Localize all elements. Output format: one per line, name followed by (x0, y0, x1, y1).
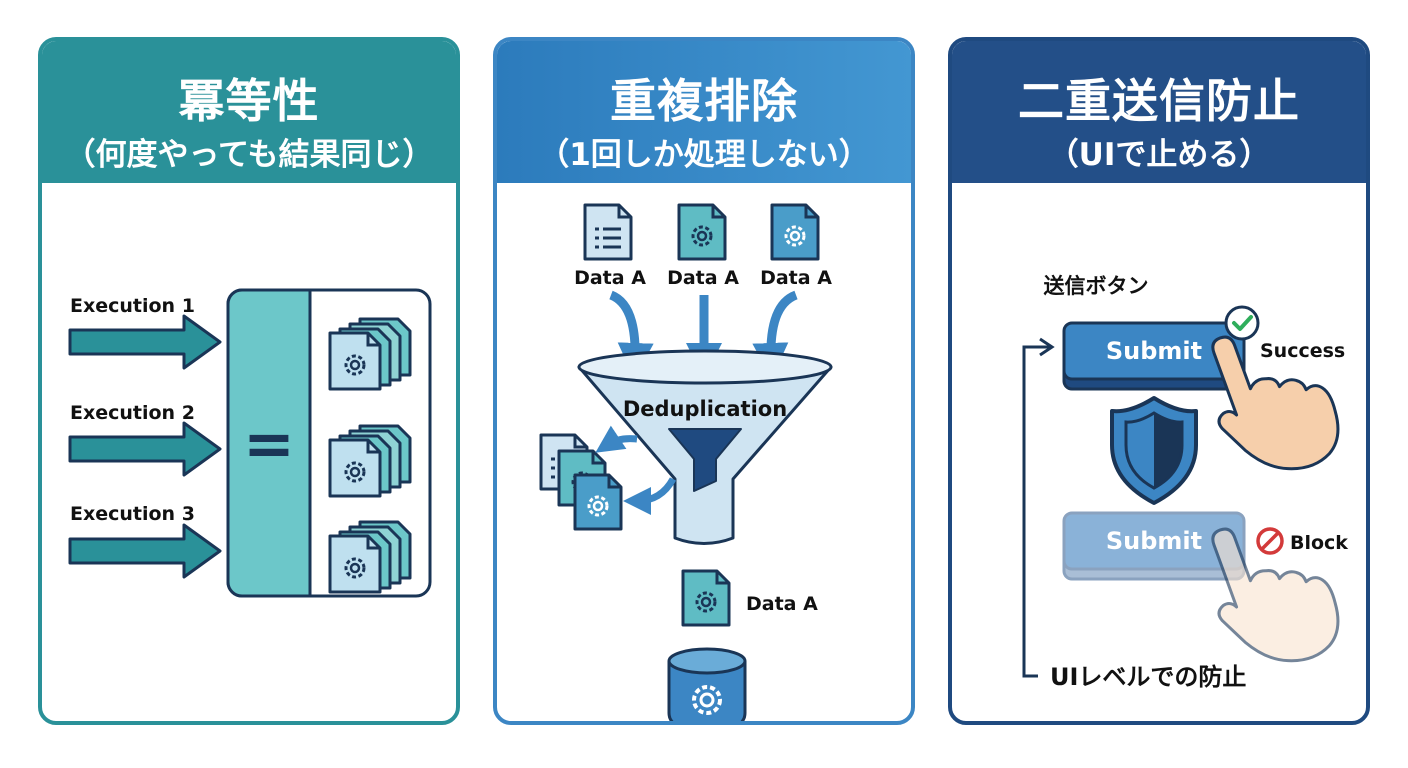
idempotency-panel: 冪等性 （何度やっても結果同じ） Execution 1 Execution 2… (38, 37, 460, 725)
rejected-document-icon (573, 473, 623, 531)
idempotency-body: Execution 1 Execution 2 Execution 3 = (42, 183, 456, 721)
submit-button[interactable]: Submit (1062, 321, 1246, 391)
document-gear-icon (770, 203, 820, 261)
submit-disabled-label: Submit (1106, 527, 1202, 555)
output-document-icon (681, 569, 731, 627)
deduplication-diagram: Data A Data A Data A Deduplication Data … (539, 203, 833, 721)
double-submit-header: 二重送信防止 （UIで止める） (952, 41, 1366, 183)
flow-line (1022, 345, 1052, 678)
idempotency-header: 冪等性 （何度やっても結果同じ） (42, 41, 456, 183)
success-check-icon (1224, 305, 1260, 341)
flow-arrowhead (1039, 337, 1055, 357)
equals-sign: = (243, 407, 295, 480)
double-submit-diagram: 送信ボタン Submit Success (1022, 274, 1352, 691)
deduplication-title: 重複排除 (610, 74, 798, 128)
block-icon (1256, 527, 1284, 555)
database-icon (667, 661, 747, 721)
reject-arrow (623, 477, 677, 515)
idempotency-diagram: Execution 1 Execution 2 Execution 3 = (68, 288, 432, 598)
input-1-label: Data A (574, 267, 646, 289)
document-lines-icon (583, 203, 633, 261)
button-caption: 送信ボタン (1044, 274, 1149, 298)
execution-3-label: Execution 3 (70, 503, 195, 525)
execution-3-arrow (68, 523, 222, 579)
input-3-label: Data A (760, 267, 832, 289)
funnel-rim (577, 349, 833, 385)
deduplication-body: Data A Data A Data A Deduplication Data … (497, 183, 911, 721)
deduplication-subtitle: （1回しか処理しない） (538, 137, 870, 173)
output-label: Data A (746, 593, 818, 615)
document-stack-icon (328, 520, 412, 594)
submit-button-disabled: Submit (1062, 511, 1246, 581)
input-arrow (752, 290, 798, 379)
equals-bar (226, 288, 312, 598)
submit-button-label: Submit (1106, 337, 1202, 365)
idempotency-title: 冪等性 (178, 74, 320, 128)
double-submit-subtitle: （UIで止める） (1047, 137, 1271, 173)
ui-level-label: UIレベルでの防止 (1050, 663, 1246, 691)
document-gear-icon (677, 203, 727, 261)
document-stack-icon (328, 317, 412, 391)
execution-2-label: Execution 2 (70, 402, 195, 424)
execution-1-label: Execution 1 (70, 295, 195, 317)
idempotency-subtitle: （何度やっても結果同じ） (64, 137, 434, 173)
double-submit-title: 二重送信防止 (1018, 74, 1300, 128)
filter-icon (668, 428, 742, 492)
success-label: Success (1260, 340, 1345, 362)
block-label: Block (1290, 532, 1348, 554)
deduplication-label: Deduplication (623, 397, 787, 421)
gear-icon (692, 685, 722, 715)
input-arrow (608, 290, 654, 379)
reject-arrow (595, 425, 638, 453)
execution-2-arrow (68, 421, 222, 477)
deduplication-panel: 重複排除 （1回しか処理しない） (493, 37, 915, 725)
deduplication-header: 重複排除 （1回しか処理しない） (497, 41, 911, 183)
document-stack-icon (328, 424, 412, 498)
shield-icon (1110, 396, 1198, 505)
execution-1-arrow (68, 314, 222, 370)
input-2-label: Data A (667, 267, 739, 289)
double-submit-panel: 二重送信防止 （UIで止める） 送信ボタン Submit (948, 37, 1370, 725)
double-submit-body: 送信ボタン Submit Success (952, 183, 1366, 721)
